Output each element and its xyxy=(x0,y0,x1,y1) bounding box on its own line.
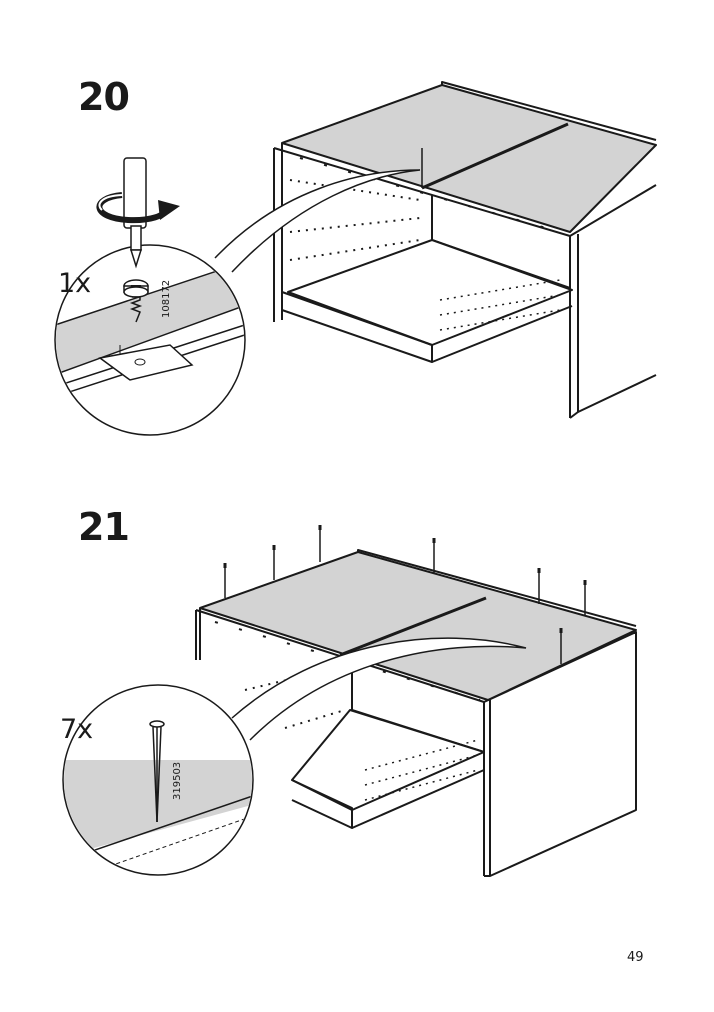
step-number-20: 20 xyxy=(78,75,130,119)
detail-callout-20 xyxy=(54,169,421,436)
rotate-clockwise-arrow-icon xyxy=(96,192,180,224)
screw-icon xyxy=(123,279,149,323)
screwdriver-icon xyxy=(123,157,147,269)
step-20-illustration: 108172 xyxy=(54,81,657,436)
hole-rows-21 xyxy=(214,621,481,801)
cabinet-21 xyxy=(195,549,637,877)
hole-rows-20 xyxy=(289,157,561,331)
nail-positions-21 xyxy=(223,525,587,664)
step-number-21: 21 xyxy=(78,505,130,549)
cabinet-20 xyxy=(273,81,657,419)
quantity-label-21: 7x xyxy=(60,714,94,745)
page-number: 49 xyxy=(627,950,644,965)
part-code-20: 108172 xyxy=(161,280,172,318)
part-code-21: 319503 xyxy=(172,762,183,800)
quantity-label-20: 1x xyxy=(58,268,92,299)
nail-icon xyxy=(149,720,165,823)
detail-callout-21 xyxy=(62,637,527,876)
